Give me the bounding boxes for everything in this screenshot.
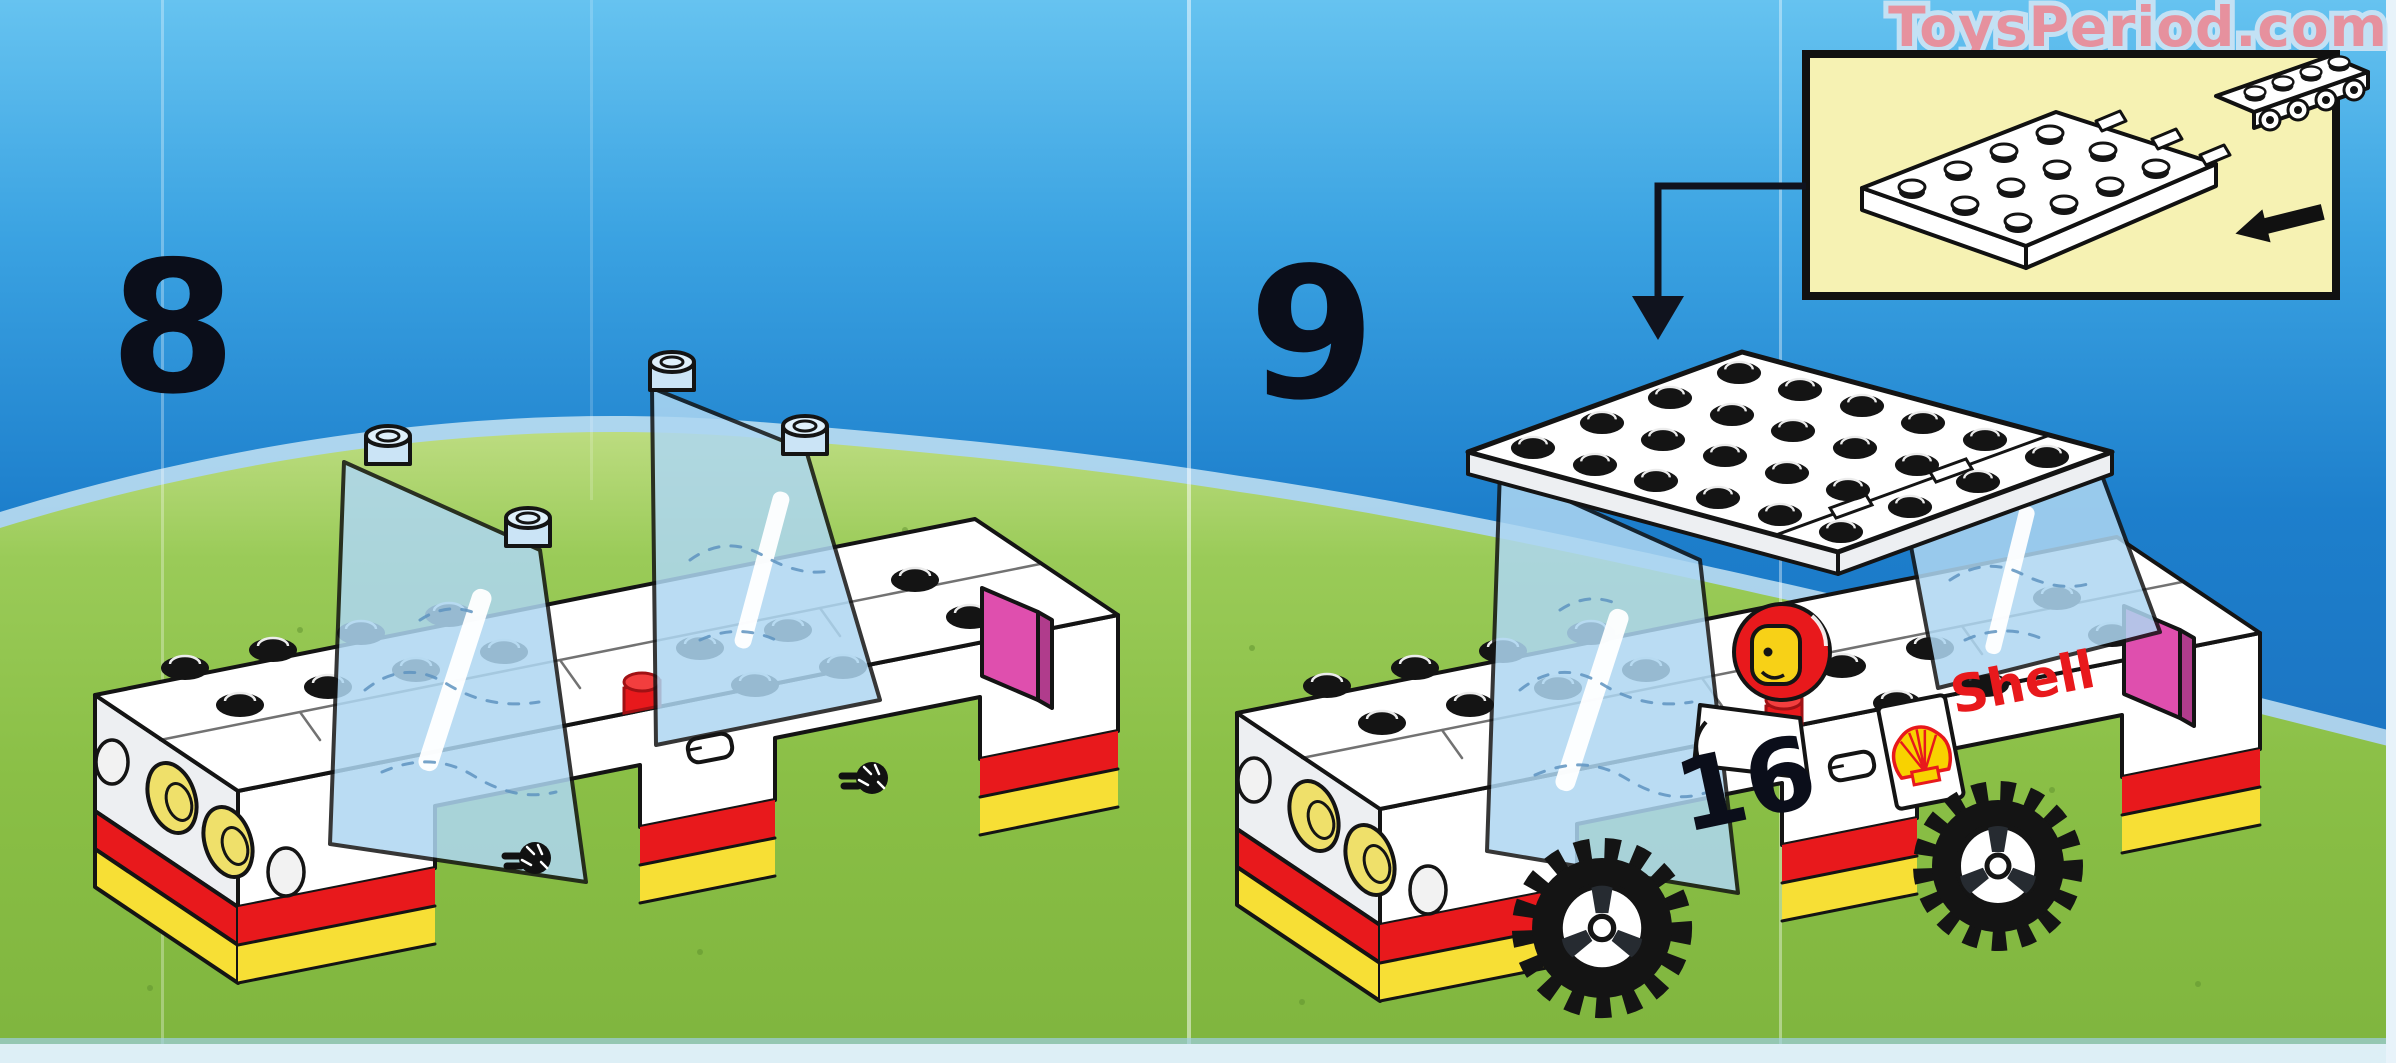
step-number-8: 8 <box>110 222 237 434</box>
minifig-face <box>1750 624 1802 686</box>
callout-arrow <box>1632 182 1806 340</box>
front-windscreen <box>648 350 882 747</box>
driver-minifig <box>1692 602 1832 780</box>
car-illustration-step9: 16 Shell <box>1237 349 2260 1006</box>
hinge-top-1x4-icon <box>2214 54 2370 132</box>
arrow-down-icon <box>1632 296 1684 340</box>
rear-windscreen <box>328 424 588 884</box>
right-scan-edge <box>2386 0 2396 1063</box>
bottom-scan-edge <box>0 1044 2396 1063</box>
racing-number-decal: 16 <box>1666 713 1826 856</box>
car-illustration-step8 <box>95 350 1118 983</box>
grass-speckles <box>147 527 2201 1005</box>
roof-plate <box>1465 349 2115 576</box>
arrow-left-icon <box>2235 204 2325 243</box>
shell-logo-icon <box>1876 693 1966 811</box>
hinge-plate-3x4-icon <box>1860 109 2232 270</box>
hinge-fingers <box>2094 109 2232 167</box>
rear-windscreen <box>1485 468 1740 895</box>
inset-parts-box <box>1802 50 2370 300</box>
roof-hinge-seam <box>1775 433 2051 537</box>
bottom-scan-edge-line <box>0 1038 2396 1044</box>
step-number-9: 9 <box>1249 228 1376 440</box>
